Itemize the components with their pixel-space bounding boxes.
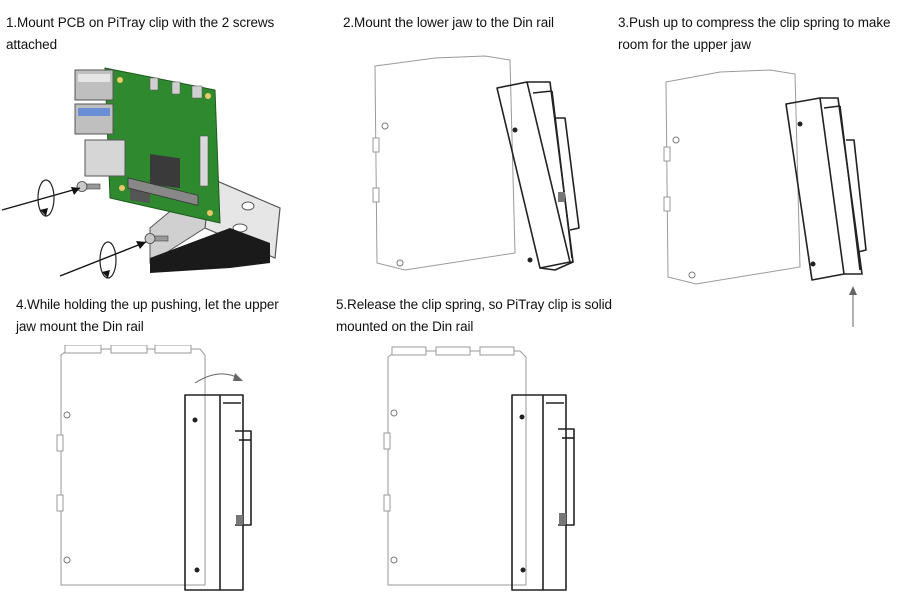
din-clip — [496, 81, 580, 271]
step-5-label: 5.Release the clip spring, so PiTray cli… — [336, 297, 612, 334]
step-2-caption: 2.Mount the lower jaw to the Din rail — [343, 12, 603, 34]
step-1-caption: 1.Mount PCB on PiTray clip with the 2 sc… — [6, 12, 306, 56]
tray-plate — [374, 55, 516, 271]
step-2-label: 2.Mount the lower jaw to the Din rail — [343, 15, 554, 30]
step-4-figure — [55, 345, 295, 595]
step-4-caption: 4.While holding the up pushing, let the … — [16, 294, 316, 338]
din-clip — [511, 394, 575, 591]
rotation-arrow-icon — [99, 241, 117, 279]
step-5-figure — [380, 345, 600, 595]
step-4-label: 4.While holding the up pushing, let the … — [16, 297, 279, 334]
step-5-caption: 5.Release the clip spring, so PiTray cli… — [336, 294, 626, 338]
screw-icon — [144, 233, 169, 244]
rotation-arrow-icon — [37, 179, 55, 217]
step-1-figure — [0, 58, 300, 288]
usb-ethernet-ports — [74, 69, 126, 177]
step-1-label: 1.Mount PCB on PiTray clip with the 2 sc… — [6, 15, 275, 52]
din-clip — [785, 97, 867, 281]
step-3-label: 3.Push up to compress the clip spring to… — [618, 15, 891, 52]
curved-arrow-icon — [194, 373, 243, 384]
step-3-caption: 3.Push up to compress the clip spring to… — [618, 12, 900, 56]
step-2-figure — [365, 48, 585, 278]
screw-icon — [76, 181, 101, 192]
step-3-figure — [660, 62, 880, 332]
up-arrow-icon — [849, 286, 857, 327]
din-clip — [184, 394, 252, 591]
